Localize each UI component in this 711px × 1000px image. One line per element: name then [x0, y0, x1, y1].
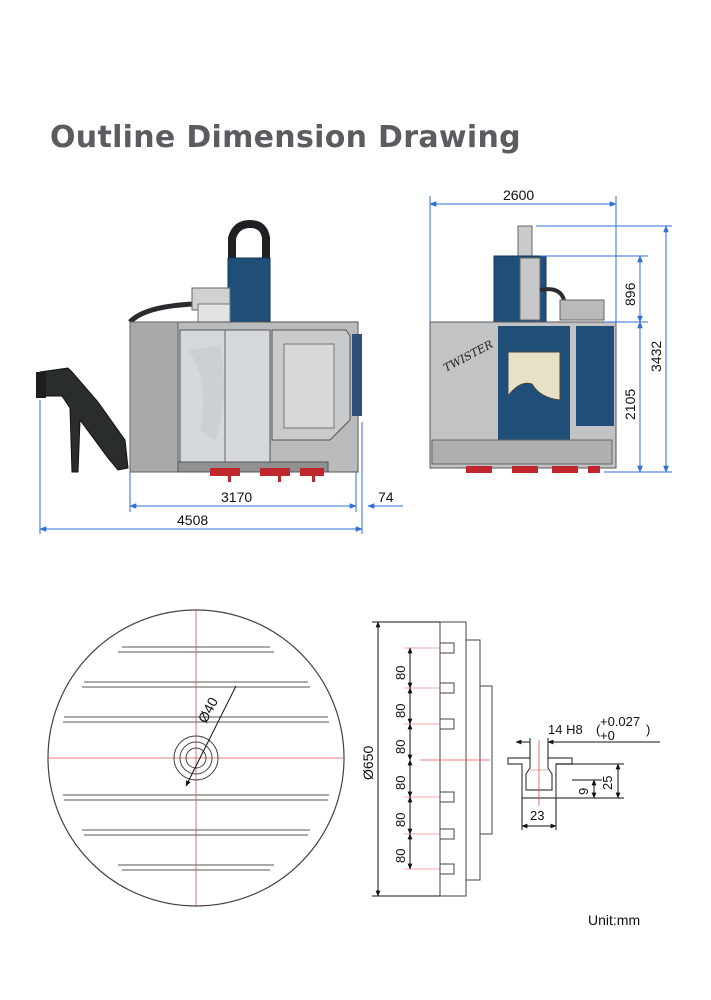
leveling-feet: [210, 468, 324, 482]
dim-slot-neck: 9: [576, 788, 591, 795]
dim-slot-bottom-width: 23: [530, 808, 544, 823]
dim-total-length: 4508: [177, 512, 208, 528]
dim-tolerance-lower: +0: [600, 728, 615, 743]
t-slot-dimensions: [515, 738, 660, 830]
side-view-machine: TWISTER: [429, 225, 617, 473]
dim-body-height: 2105: [622, 389, 638, 420]
front-view-machine: [36, 219, 362, 482]
dim-slot-pitch: 80: [393, 704, 408, 718]
chip-conveyor: [36, 367, 129, 473]
rotary-table-top-view: [47, 609, 345, 907]
dim-machine-length: 3170: [221, 489, 252, 505]
dim-slot-pitch: 80: [393, 740, 408, 754]
dim-slot-pitch: 80: [393, 776, 408, 790]
table-section-dimensions: [372, 621, 440, 897]
dim-table-diameter: Ø650: [360, 746, 376, 780]
page-title: Outline Dimension Drawing: [50, 120, 521, 155]
center-bore: [185, 747, 207, 769]
dim-slot-pitch: 80: [393, 666, 408, 680]
t-slot-detail: [507, 740, 573, 806]
dim-width: 2600: [503, 187, 534, 203]
dim-slot-pitch: 80: [393, 813, 408, 827]
dim-top-section: 896: [622, 282, 638, 306]
slot-pitch-labels: 80 80 80 80 80 80: [393, 666, 408, 863]
dim-slot-pitch: 80: [393, 849, 408, 863]
spindle-column: [227, 257, 271, 325]
unit-label: Unit:mm: [588, 912, 641, 928]
side-view-dimensions: [429, 196, 672, 473]
dim-slot-depth: 25: [600, 776, 615, 790]
table-section-view: [404, 621, 493, 897]
tolerance-bracket-open: (: [596, 722, 601, 737]
center-bore-outer: [173, 735, 219, 781]
dim-overhang: 74: [378, 489, 394, 505]
dim-slot-width: 14 H8: [548, 722, 583, 737]
dim-total-height: 3432: [648, 341, 664, 372]
dim-tolerance-upper: +0.027: [600, 714, 640, 729]
front-view-dimensions: [39, 400, 403, 534]
tolerance-bracket-close: ): [646, 722, 650, 737]
side-leveling-feet: [466, 466, 600, 473]
cable-chain: [228, 219, 270, 262]
